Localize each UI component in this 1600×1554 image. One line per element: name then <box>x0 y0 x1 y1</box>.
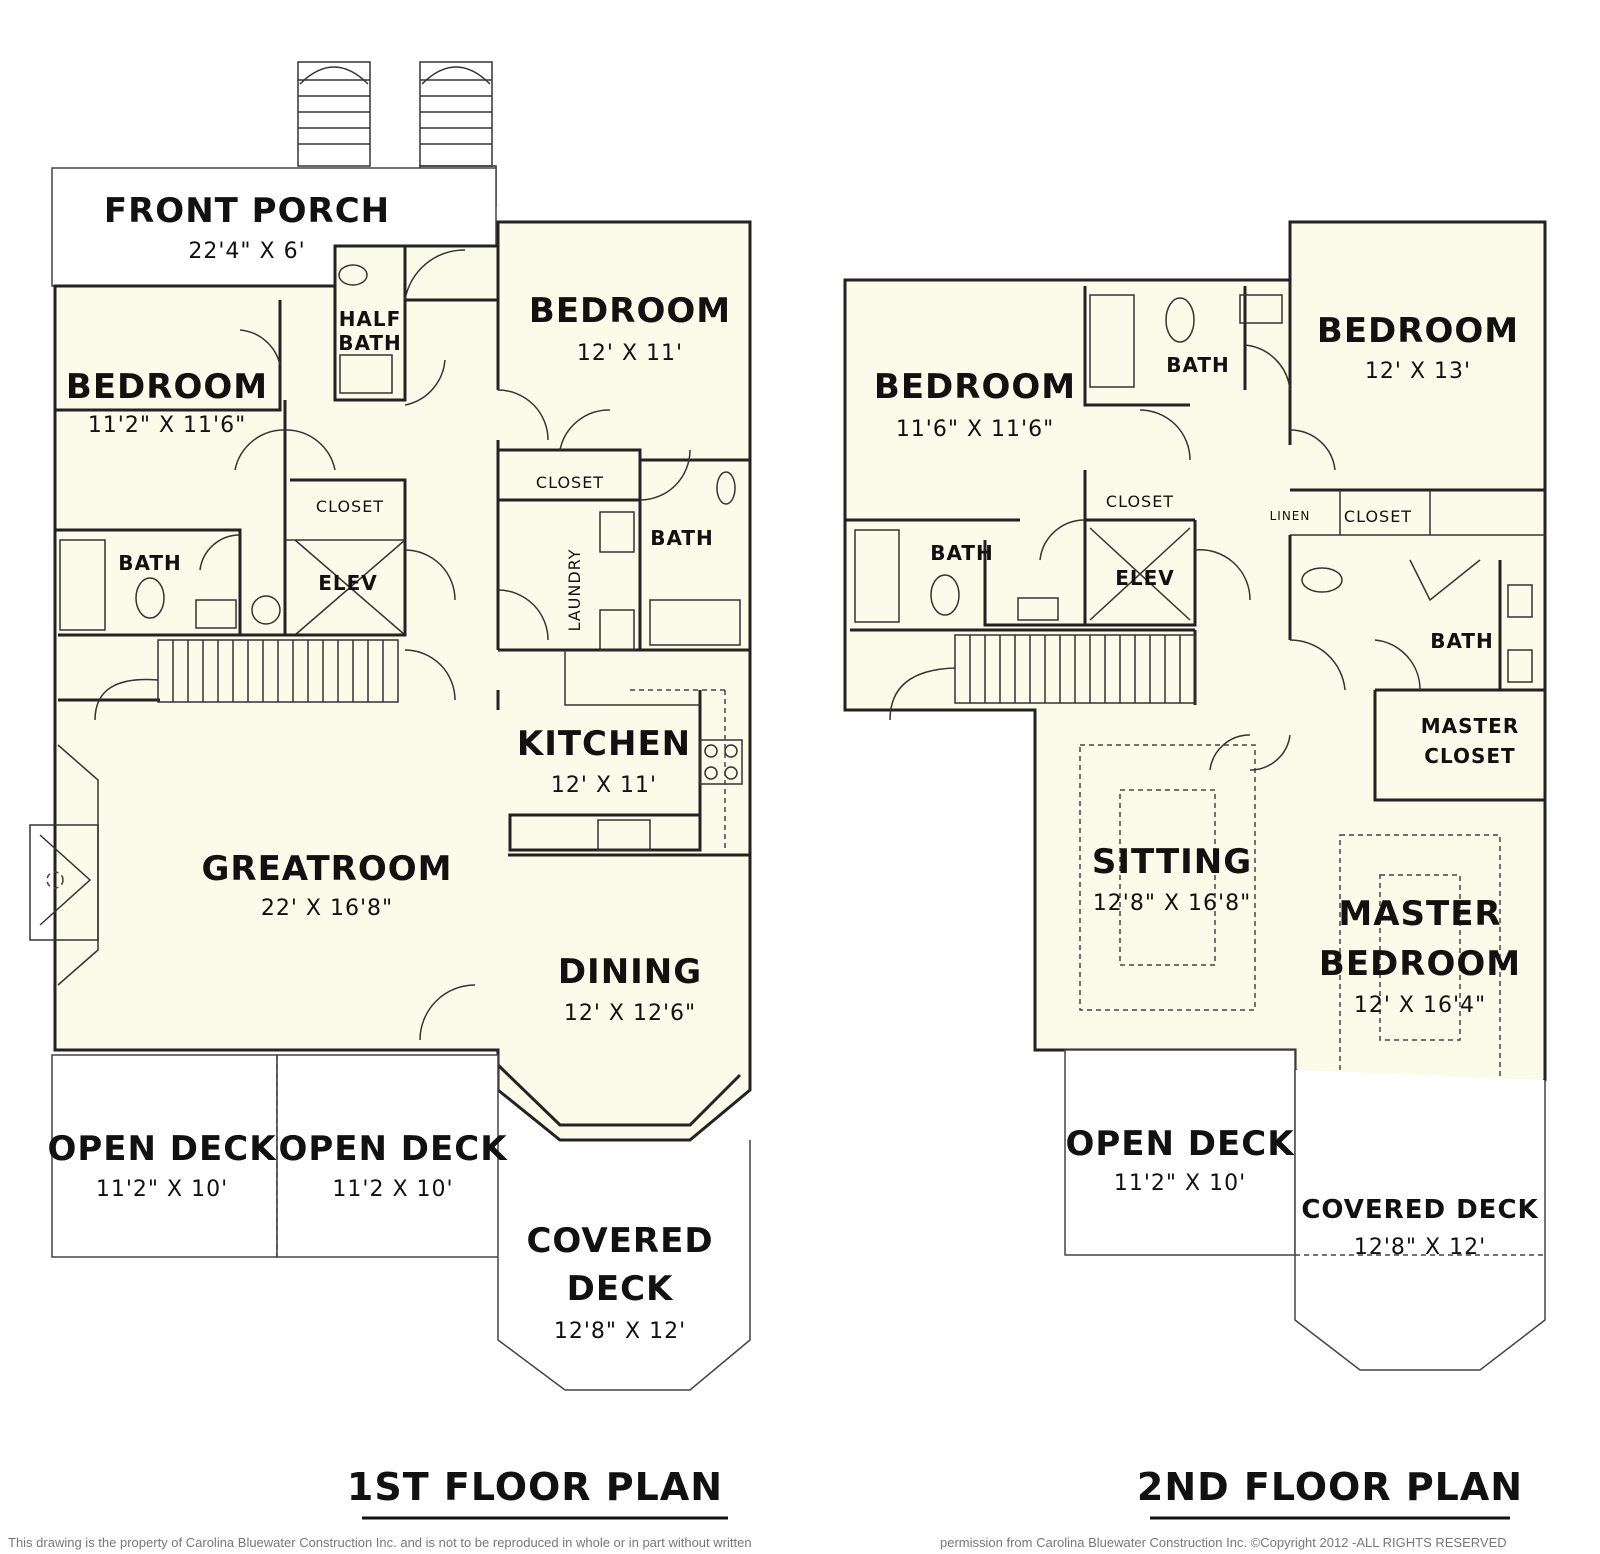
open-deck-2-dim: 11'2 X 10' <box>332 1177 453 1202</box>
bedroom-2-right-dim: 12' X 13' <box>1365 359 1471 384</box>
covered-deck-1-label-1: COVERED <box>526 1221 713 1261</box>
front-porch-label: FRONT PORCH <box>104 191 390 231</box>
sitting-dim: 12'8" X 16'8" <box>1093 891 1251 916</box>
second-floor-interior-walls <box>845 222 1545 802</box>
second-floor-title: 2ND FLOOR PLAN <box>1137 1465 1523 1509</box>
second-floor-decks <box>1064 1049 1546 1371</box>
bath-2-master-label: BATH <box>1430 629 1494 653</box>
covered-deck-1-dim: 12'8" X 12' <box>554 1319 686 1344</box>
dining-label: DINING <box>558 952 702 992</box>
copyright-right: permission from Carolina Bluewater Const… <box>940 1535 1507 1550</box>
kitchen-label: KITCHEN <box>517 724 691 764</box>
bedroom-1-left-label: BEDROOM <box>66 367 268 407</box>
half-bath-label-1: HALF <box>339 307 402 331</box>
closet-1-top-label: CLOSET <box>536 473 604 492</box>
bath-2-left-label: BATH <box>930 541 994 565</box>
open-deck-1-label: OPEN DECK <box>47 1129 277 1169</box>
greatroom-label: GREATROOM <box>201 849 452 889</box>
linen-label: LINEN <box>1270 509 1311 523</box>
open-deck-2-label: OPEN DECK <box>278 1129 508 1169</box>
bedroom-2-right-label: BEDROOM <box>1317 311 1519 351</box>
elev-2-label: ELEV <box>1115 566 1175 590</box>
master-bedroom-label-2: BEDROOM <box>1319 944 1521 984</box>
greatroom-dim: 22' X 16'8" <box>261 896 393 921</box>
covered-deck-2f-dim: 12'8" X 12' <box>1354 1235 1486 1260</box>
dining-dim: 12' X 12'6" <box>564 1001 696 1026</box>
open-deck-2f-dim: 11'2" X 10' <box>1114 1171 1246 1196</box>
master-bedroom-dim: 12' X 16'4" <box>1354 993 1486 1018</box>
second-floor-plan <box>843 220 1547 1371</box>
sitting-label: SITTING <box>1092 842 1252 882</box>
open-deck-2f-label: OPEN DECK <box>1065 1124 1295 1164</box>
bath-2-top-label: BATH <box>1166 353 1230 377</box>
bath-1-left-label: BATH <box>118 551 182 575</box>
first-floor-interior-walls <box>55 222 750 857</box>
copyright-left: This drawing is the property of Carolina… <box>8 1535 752 1550</box>
second-floor-stairs <box>889 634 1196 721</box>
bedroom-2-left-dim: 11'6" X 11'6" <box>896 417 1054 442</box>
closet-1-mid-label: CLOSET <box>316 497 384 516</box>
fireplace <box>29 744 99 986</box>
first-floor-plan <box>29 61 752 1391</box>
closet-2-mid-label: CLOSET <box>1106 492 1174 511</box>
bedroom-1-right-dim: 12' X 11' <box>577 341 683 366</box>
master-closet-label-2: CLOSET <box>1424 744 1515 768</box>
half-bath-label-2: BATH <box>338 331 402 355</box>
covered-deck-2f-label: COVERED DECK <box>1301 1195 1538 1225</box>
first-floor-title: 1ST FLOOR PLAN <box>347 1465 723 1509</box>
first-floor-doors <box>199 249 691 1041</box>
open-deck-1-dim: 11'2" X 10' <box>96 1177 228 1202</box>
bedroom-1-left-dim: 11'2" X 11'6" <box>88 413 246 438</box>
first-floor-decks <box>51 1054 751 1391</box>
closet-2-right-label: CLOSET <box>1344 507 1412 526</box>
master-closet-label-1: MASTER <box>1421 714 1520 738</box>
kitchen-dim: 12' X 11' <box>551 773 657 798</box>
elev-1-label: ELEV <box>318 571 378 595</box>
laundry-label: LAUNDRY <box>565 548 584 631</box>
master-bedroom-label-1: MASTER <box>1338 894 1501 934</box>
bath-1-right-label: BATH <box>650 526 714 550</box>
front-porch-dim: 22'4" X 6' <box>188 239 305 264</box>
covered-deck-1-label-2: DECK <box>567 1269 674 1309</box>
bedroom-1-right-label: BEDROOM <box>529 291 731 331</box>
first-floor-stairs <box>94 639 399 721</box>
second-floor-doors <box>1039 344 1481 771</box>
bedroom-2-left-label: BEDROOM <box>874 367 1076 407</box>
